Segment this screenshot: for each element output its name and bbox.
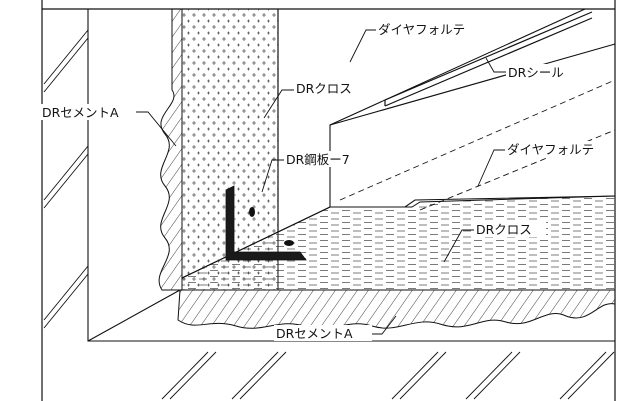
labels: DRセメントA DRクロス ダイヤフォルテ DRシール DR鋼板ー7 ダイヤフォ… [40,21,603,341]
corner-edges [181,8,616,279]
label-seal: DRシール [508,65,564,80]
label-diamond-floor: ダイヤフォルテ [507,142,594,157]
concrete-hatch-bottom [161,351,615,400]
label-cloth-wall: DRクロス [296,81,352,96]
cement-layer-wall [158,8,183,291]
cement-layer-floor [177,289,616,330]
label-diamond-top: ダイヤフォルテ [378,22,465,37]
label-cement-bottom: DRセメントA [276,326,353,341]
concrete-hatch-left [43,29,89,329]
leader-lines [134,29,506,335]
label-cement-left: DRセメントA [42,105,119,120]
steel-angle-plate [225,185,307,261]
label-cloth-floor: DRクロス [476,222,532,237]
label-steel-plate: DR鋼板ー7 [286,152,350,167]
